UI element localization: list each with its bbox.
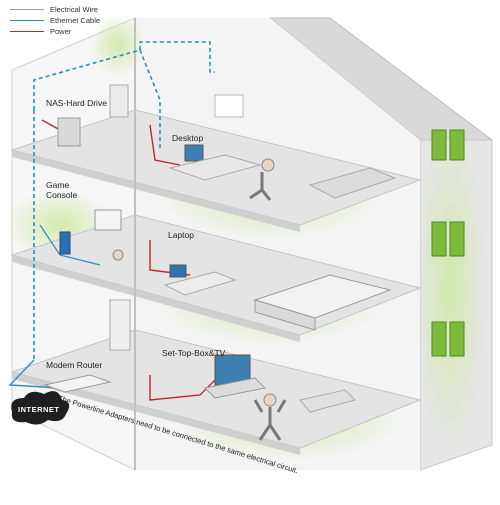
room-label-set-top-box: Set-Top-Box&TV <box>162 348 226 358</box>
internet-label: INTERNET <box>18 405 60 414</box>
person <box>263 393 277 407</box>
room-label-desktop: Desktop <box>172 133 204 143</box>
nas-device <box>57 117 81 147</box>
modem-router <box>43 374 112 393</box>
tv <box>94 209 122 231</box>
sofa <box>308 167 397 199</box>
power-cable <box>149 124 181 166</box>
floor-slab <box>12 255 300 342</box>
room-label-nas: NAS-Hard Drive <box>46 98 107 108</box>
legend-label: Ethernet Cable <box>50 16 101 25</box>
ethernet-cable <box>33 41 215 110</box>
glow <box>415 130 485 450</box>
game-console <box>59 231 71 255</box>
power-cable <box>41 119 61 131</box>
nas-device <box>109 84 129 118</box>
ethernet-cable <box>39 224 101 266</box>
window <box>431 129 465 357</box>
legend-swatch-ethernet <box>10 20 44 21</box>
legend-label: Power <box>50 27 72 36</box>
room-label-modem-router: Modem Router <box>46 360 103 370</box>
legend-label: Electrical Wire <box>50 5 98 14</box>
desk <box>168 154 262 181</box>
ethernet-cable <box>139 49 161 150</box>
legend-item-electrical: Electrical Wire <box>8 4 100 15</box>
room-label-laptop: Laptop <box>168 230 194 240</box>
person <box>112 249 124 261</box>
laptop-desk <box>163 271 237 296</box>
sofa <box>299 389 356 413</box>
cabinet <box>109 299 131 351</box>
legend-item-ethernet: Ethernet Cable <box>8 15 100 26</box>
desktop-monitor <box>184 144 204 162</box>
floor-slab <box>12 372 300 455</box>
bed <box>254 299 316 331</box>
legend-swatch-power <box>10 31 44 32</box>
legend: Electrical Wire Ethernet Cable Power <box>8 4 100 37</box>
person <box>249 172 272 201</box>
floor-slab <box>12 150 300 232</box>
room-label-game-console: Game Console <box>46 180 78 200</box>
shelf <box>214 94 244 118</box>
legend-item-power: Power <box>8 26 100 37</box>
person <box>261 158 275 172</box>
person <box>253 399 287 441</box>
glow <box>90 13 146 77</box>
internet-cloud <box>11 391 70 425</box>
tv-stand <box>203 377 267 399</box>
laptop <box>169 264 187 278</box>
legend-swatch-electrical <box>10 9 44 10</box>
ethernet-cable <box>8 359 61 389</box>
